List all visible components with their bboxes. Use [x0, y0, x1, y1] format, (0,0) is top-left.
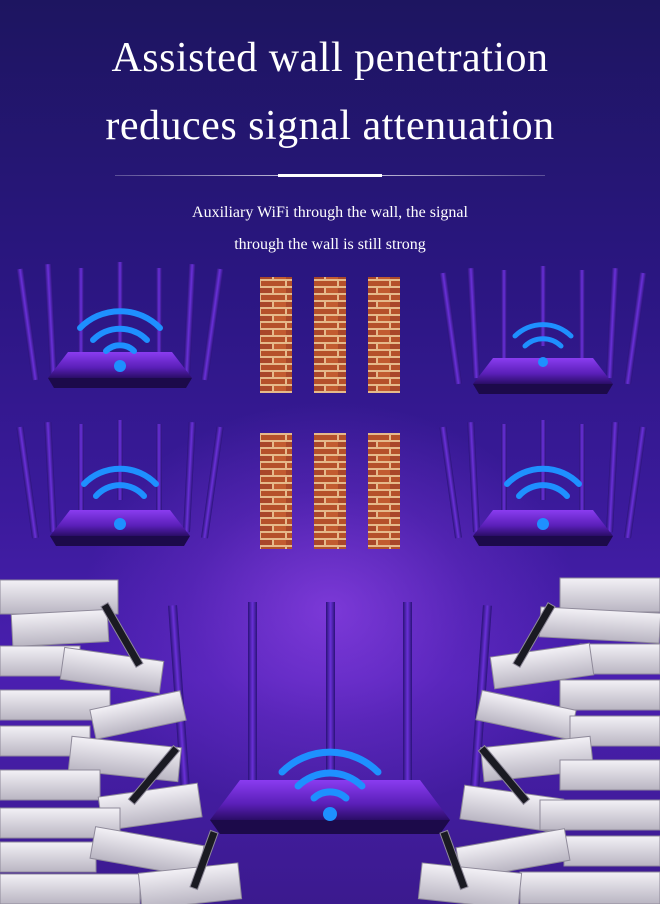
wifi-icon [81, 465, 159, 530]
router-top-left [16, 262, 224, 388]
brick-wall-row-bottom [260, 433, 400, 549]
brick-column [368, 433, 400, 549]
wifi-icon [504, 465, 582, 530]
router-mid-right [439, 420, 647, 546]
subtitle-line-1: Auxiliary WiFi through the wall, the sig… [192, 204, 468, 221]
rubble-left [0, 579, 243, 904]
rubble-right [417, 577, 660, 904]
brick-wall-row-top [260, 277, 400, 393]
wifi-icon [77, 308, 163, 372]
brick-column [314, 433, 346, 549]
brick-column [260, 433, 292, 549]
router-mid-left [16, 420, 224, 546]
router-center-large [168, 602, 492, 834]
brick-column [314, 277, 346, 393]
router-top-right [439, 266, 647, 394]
wifi-icon [512, 322, 574, 367]
brick-column [260, 277, 292, 393]
subtitle-line-2: through the wall is still strong [234, 236, 426, 253]
wifi-icon [278, 748, 382, 821]
headline-line-1: Assisted wall penetration [111, 35, 549, 81]
headline-line-2: reduces signal attenuation [105, 103, 555, 149]
divider-accent [278, 174, 382, 177]
brick-column [368, 277, 400, 393]
